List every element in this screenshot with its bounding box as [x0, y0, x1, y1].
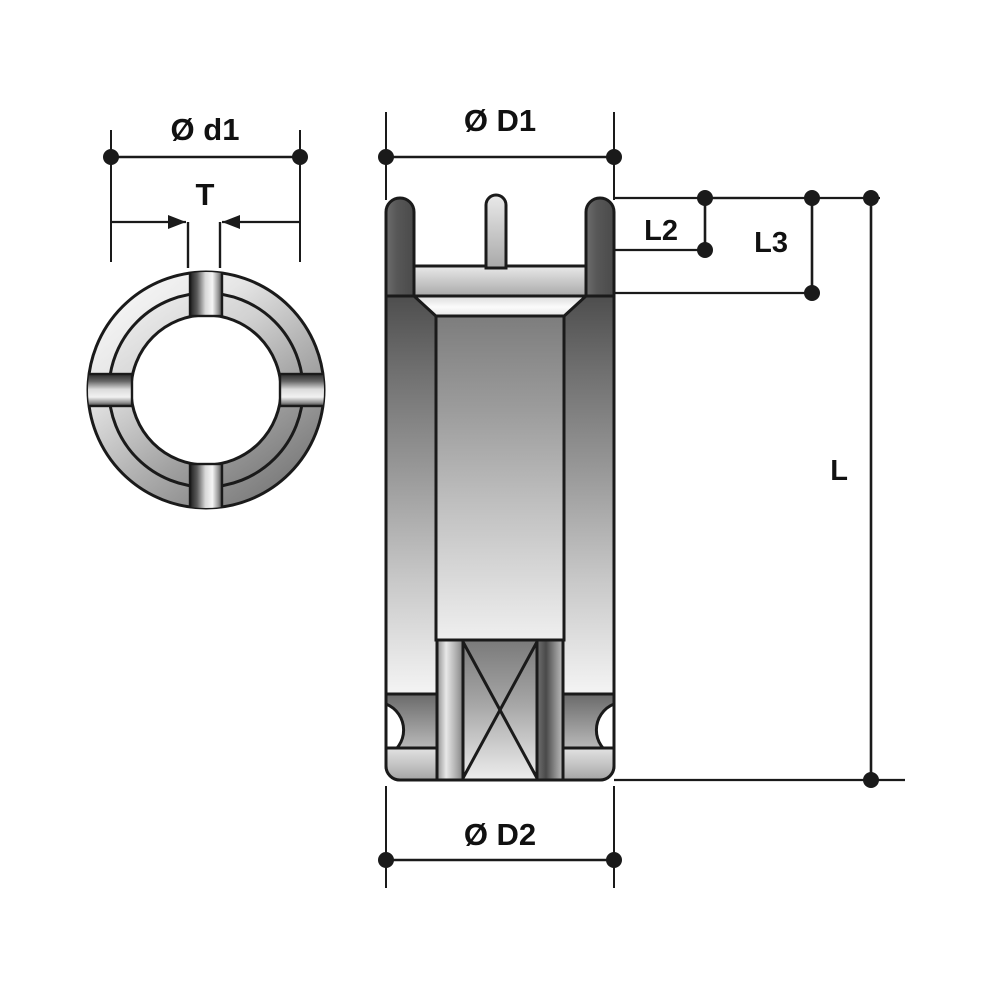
dimension-L3: L3: [614, 190, 880, 301]
end-view-group: Ø d1 T: [86, 112, 326, 510]
T-arrow-left: [168, 215, 186, 229]
drive-column-right: [535, 638, 565, 782]
dimension-d1: Ø d1: [103, 112, 308, 262]
d1-terminator-dot-right: [292, 149, 308, 165]
L-terminator-dot-top: [863, 190, 879, 206]
T-arrow-right: [222, 215, 240, 229]
socket-prong-left: [384, 196, 416, 302]
socket-mouth-shelf: [412, 264, 588, 298]
dimension-label-L2: L2: [644, 215, 678, 247]
D2-terminator-dot-left: [378, 852, 394, 868]
socket-section: [384, 193, 616, 782]
ring-notch-right: [278, 372, 324, 408]
drive-column-left: [435, 638, 465, 782]
dimension-label-d1: Ø d1: [171, 112, 240, 147]
dimension-label-D2: Ø D2: [464, 817, 536, 852]
dimension-label-T: T: [196, 177, 215, 212]
dimension-label-L3: L3: [754, 227, 788, 259]
dimension-label-L: L: [830, 455, 848, 487]
socket-inner-bore: [434, 314, 566, 642]
ring-bore-circle: [129, 313, 283, 467]
ring-notch-bottom: [188, 462, 224, 508]
drive-square-diagonal-b: [460, 639, 540, 781]
L3-terminator-dot-bottom: [804, 285, 820, 301]
ring-notch-top: [188, 272, 224, 318]
L2-terminator-dot-bottom: [697, 242, 713, 258]
L3-terminator-dot-top: [804, 190, 820, 206]
dimension-L: L: [614, 190, 905, 788]
ring-notches: [88, 272, 324, 508]
dimension-L2: L2: [614, 190, 760, 258]
D2-terminator-dot-right: [606, 852, 622, 868]
socket-prong-right: [584, 196, 616, 302]
D1-terminator-dot-left: [378, 149, 394, 165]
D1-terminator-dot-right: [606, 149, 622, 165]
flange-band-right: [561, 746, 616, 782]
socket-center-tab: [484, 193, 508, 270]
dimension-T: T: [111, 177, 300, 268]
dimension-label-D1: Ø D1: [464, 103, 536, 138]
flange-band-left: [384, 746, 439, 782]
dimension-D2: Ø D2: [378, 786, 622, 888]
ring-notch-left: [88, 372, 134, 408]
retaining-ring-end-view: [86, 270, 326, 510]
d1-terminator-dot-left: [103, 149, 119, 165]
dimension-D1: Ø D1: [378, 103, 622, 200]
section-view-group: Ø D1: [378, 103, 905, 888]
